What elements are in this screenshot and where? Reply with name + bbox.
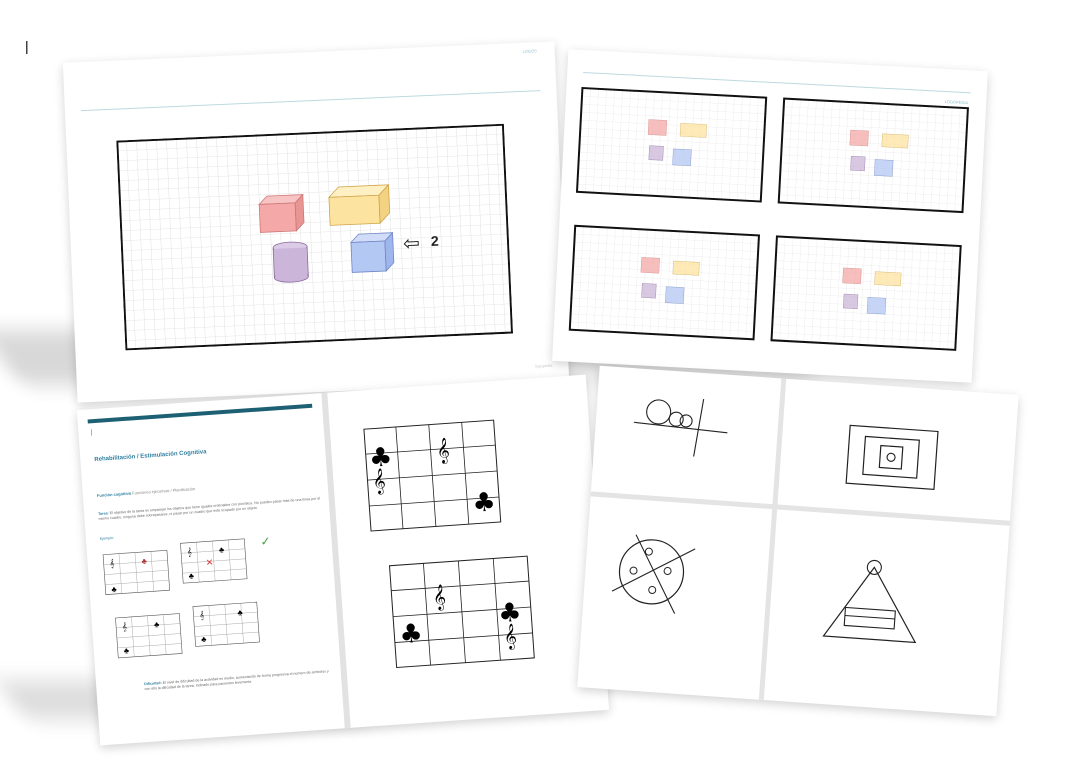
left-arrow-icon: ⇦ — [402, 230, 421, 256]
board-2 — [777, 97, 969, 214]
difficulty-text: El nivel de dificultad de la actividad e… — [144, 669, 329, 692]
symbol-grid-top — [363, 419, 502, 532]
red-cube-icon — [258, 193, 305, 233]
example-grids: 𝄞 ♣ ♣ 𝄞 ♣ ✕ ♣ ✓ 𝄞 ♣ ♣ 𝄞 ♣ ♣ — [102, 534, 271, 659]
example-label: Ejemplo: — [99, 535, 115, 541]
cross-icon: ✕ — [205, 557, 213, 568]
clef-icon: 𝄞 — [122, 622, 128, 631]
figure-nested-rectangles — [845, 424, 939, 490]
clover-icon: ♣ — [497, 597, 523, 630]
board-4 — [770, 235, 962, 351]
clover-icon: ♣ — [219, 545, 226, 554]
clover-icon: ♣ — [154, 620, 161, 629]
slide-four-boards: LOGOPEDIA — [552, 49, 988, 383]
purple-cylinder-icon — [272, 241, 309, 283]
text-cursor: | — [25, 38, 29, 54]
header-rule — [80, 90, 541, 112]
task-text: El objetivo de la tarea es emparejar los… — [98, 496, 321, 521]
function-line: Función cognitiva Funciones ejecutivas /… — [97, 478, 317, 498]
task-label: Tarea: — [98, 511, 109, 516]
treble-clef-icon: 𝄞 — [371, 468, 387, 495]
clover-icon: ♣ — [111, 585, 118, 594]
slide-blocks-arrow: LOGOS — [62, 41, 570, 403]
symbol-grid-bottom — [388, 555, 535, 669]
doc-title: Rehabilitación / Estimulación Cognitiva — [94, 449, 207, 464]
arrow-label: 2 — [430, 232, 440, 249]
document-page: | Rehabilitación / Estimulación Cognitiv… — [76, 374, 610, 746]
header-bar — [87, 403, 313, 424]
board-1 — [575, 87, 768, 203]
board-3 — [568, 224, 760, 341]
treble-clef-icon: 𝄞 — [502, 624, 518, 650]
divider-vertical — [758, 378, 787, 701]
clover-icon: ♣ — [141, 557, 148, 566]
function-label: Función cognitiva — [96, 490, 132, 499]
figure-triangle — [822, 559, 917, 644]
doc-cursor: | — [90, 429, 93, 437]
clef-icon: 𝄞 — [109, 559, 115, 568]
clover-icon: ♣ — [124, 646, 131, 655]
footer-logo: logopedia — [535, 362, 553, 369]
figures-sheet — [577, 365, 1019, 717]
task-paragraph: Tarea: El objetivo de la tarea es empare… — [98, 496, 323, 522]
clover-icon: ♣ — [471, 487, 497, 519]
treble-clef-icon: 𝄞 — [435, 438, 451, 465]
boards — [568, 87, 969, 351]
difficulty-paragraph: Dificultad: El nivel de dificultad de la… — [144, 669, 334, 692]
clover-icon: ♣ — [237, 608, 244, 617]
check-icon: ✓ — [260, 534, 271, 549]
clover-icon: ♣ — [367, 442, 394, 474]
yellow-box-icon — [327, 183, 391, 226]
function-value: Funciones ejecutivas / Planificación — [132, 486, 196, 496]
header-logo: LOGOS — [522, 48, 537, 54]
grid-board — [116, 123, 514, 351]
treble-clef-icon: 𝄞 — [432, 584, 447, 611]
clover-icon: ♣ — [188, 571, 195, 580]
divider-horizontal — [590, 491, 1010, 526]
clef-icon: 𝄞 — [199, 611, 205, 620]
clover-icon: ♣ — [201, 635, 208, 644]
figure-circles-cross — [633, 398, 728, 457]
blue-cube-icon — [349, 231, 395, 273]
clover-icon: ♣ — [398, 618, 424, 651]
clef-icon: 𝄞 — [187, 548, 193, 557]
figure-circle-with-dots — [611, 534, 696, 614]
